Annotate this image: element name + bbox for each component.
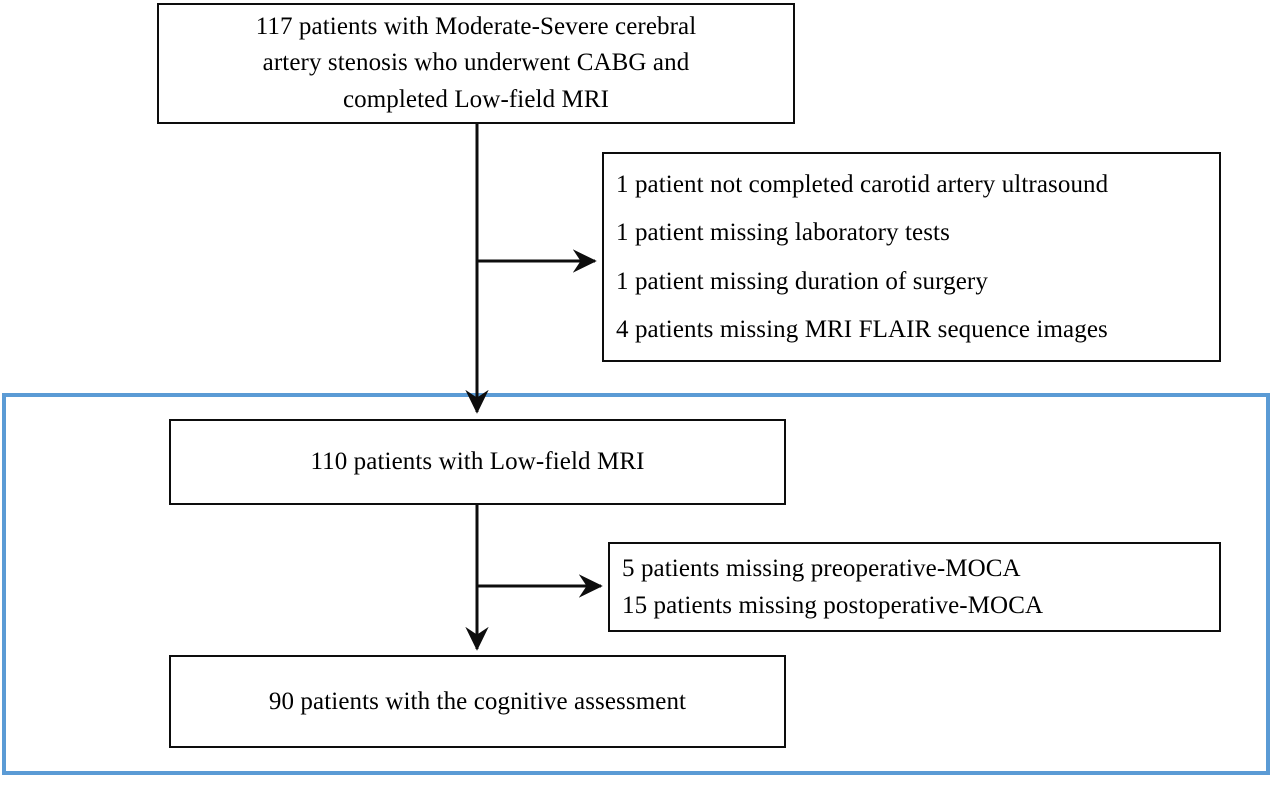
node-mri-cohort-line-1: 110 patients with Low-field MRI bbox=[310, 448, 645, 476]
exclusion-1-line-1: 1 patient not completed carotid artery u… bbox=[616, 170, 1109, 198]
node-exclusions-first-stage: 1 patient not completed carotid artery u… bbox=[602, 152, 1221, 362]
node-exclusions-second-stage: 5 patients missing preoperative-MOCA 15 … bbox=[608, 542, 1221, 632]
exclusion-1-line-3: 1 patient missing duration of surgery bbox=[616, 267, 988, 295]
node-enrolled-patients: 117 patients with Moderate-Severe cerebr… bbox=[157, 3, 795, 124]
node-enrolled-line-1: 117 patients with Moderate-Severe cerebr… bbox=[255, 13, 697, 41]
exclusion-1-line-4: 4 patients missing MRI FLAIR sequence im… bbox=[616, 316, 1108, 344]
node-final-cohort-line-1: 90 patients with the cognitive assessmen… bbox=[268, 687, 687, 715]
exclusion-1-line-2: 1 patient missing laboratory tests bbox=[616, 219, 950, 247]
node-enrolled-line-3: completed Low-field MRI bbox=[342, 85, 610, 113]
node-final-cohort: 90 patients with the cognitive assessmen… bbox=[169, 655, 786, 748]
analysis-scope-highlight-rect bbox=[2, 393, 1270, 775]
exclusion-2-line-1: 5 patients missing preoperative-MOCA bbox=[622, 554, 1021, 582]
node-enrolled-line-2: artery stenosis who underwent CABG and bbox=[262, 49, 690, 77]
node-mri-cohort: 110 patients with Low-field MRI bbox=[169, 419, 786, 505]
exclusion-2-line-2: 15 patients missing postoperative-MOCA bbox=[622, 591, 1044, 619]
